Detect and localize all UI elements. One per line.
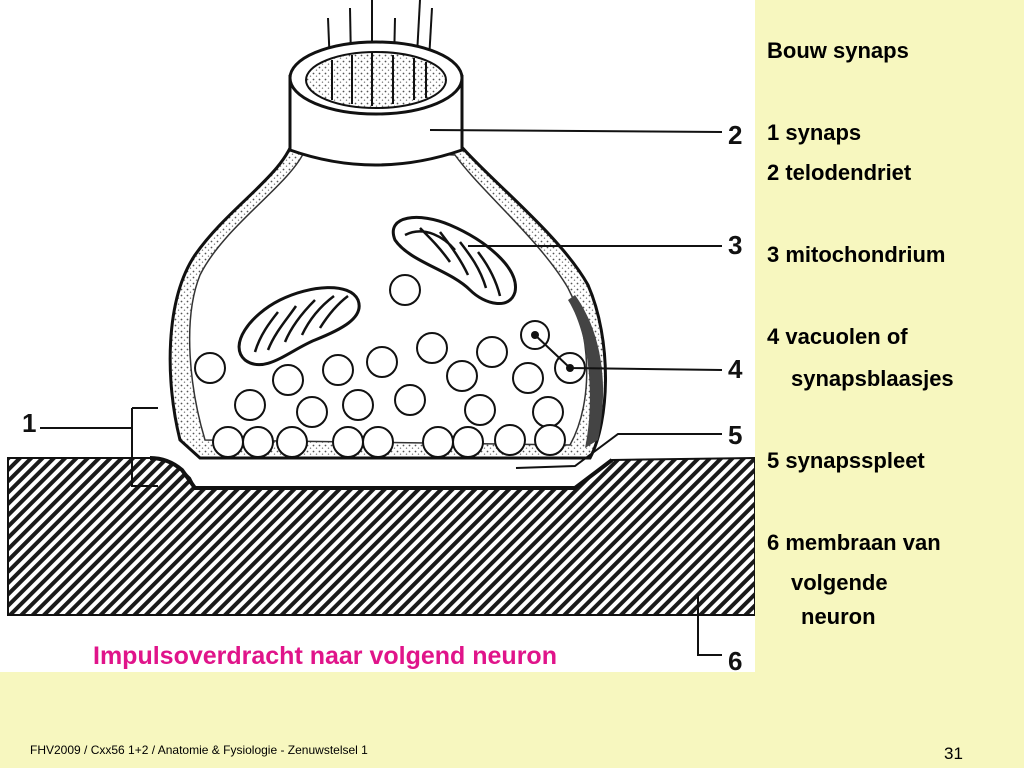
- legend-item-6: 6 membraan van: [767, 530, 941, 555]
- legend-item-6-cont: volgende: [791, 570, 888, 595]
- label-5: 5: [728, 420, 742, 450]
- legend-item-2: 2 telodendriet: [767, 160, 912, 185]
- page-number: 31: [944, 744, 963, 763]
- legend-item-6-cont2: neuron: [801, 604, 876, 629]
- legend-title: Bouw synaps: [767, 38, 909, 63]
- figure-caption: Impulsoverdracht naar volgend neuron: [93, 642, 557, 670]
- label-2: 2: [728, 120, 742, 150]
- legend-item-3: 3 mitochondrium: [767, 242, 946, 267]
- leader-lines: [40, 129, 723, 656]
- mitochondrion-upper: [391, 215, 517, 306]
- label-1: 1: [22, 408, 36, 438]
- footer-text: FHV2009 / Cxx56 1+2 / Anatomie & Fysiolo…: [30, 743, 368, 757]
- mitochondrion-lower: [237, 286, 361, 367]
- synaptic-vesicles: [194, 274, 586, 458]
- legend-item-1: 1 synaps: [767, 120, 862, 145]
- synapse-figure: 2 3 4 5 1 6: [0, 0, 755, 672]
- legend-item-4: 4 vacuolen of: [767, 324, 908, 349]
- label-3: 3: [728, 230, 742, 260]
- legend-item-5: 5 synapsspleet: [767, 448, 925, 473]
- synapse-diagram: 2 3 4 5 1 6: [7, 0, 755, 672]
- postsynaptic-membrane: [7, 456, 755, 616]
- legend-item-4-cont: synapsblaasjes: [791, 366, 954, 391]
- label-6: 6: [728, 646, 742, 672]
- label-4: 4: [728, 354, 743, 384]
